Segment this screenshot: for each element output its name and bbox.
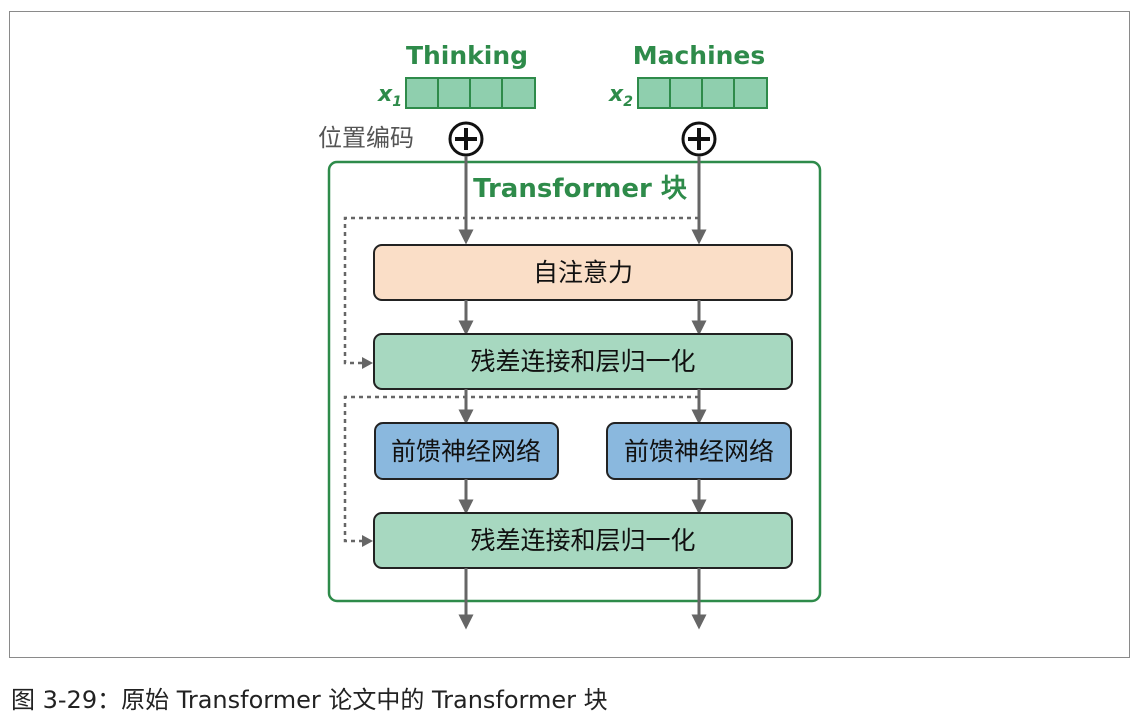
token-var-2: x2 [608, 82, 633, 110]
figure-frame [9, 11, 1130, 658]
residual-arrowhead-1 [362, 357, 373, 369]
add-norm-box-2 [373, 512, 793, 569]
self-attention-box [373, 244, 793, 301]
ffn-label-2: 前馈神经网络 [624, 437, 774, 466]
residual-connection-1 [343, 216, 699, 365]
ffn-label-1: 前馈神经网络 [391, 437, 541, 466]
add-norm-label-1: 残差连接和层归一化 [470, 347, 695, 376]
token-word-1: Thinking [406, 41, 528, 70]
block-title: Transformer 块 [473, 174, 687, 204]
embedding-vector-1 [405, 77, 536, 109]
self-attention-label: 自注意力 [533, 258, 633, 287]
add-norm-box-1 [373, 333, 793, 390]
transformer-block-outline [327, 160, 822, 603]
positional-encoding-label: 位置编码 [318, 124, 414, 152]
figure-caption: 图 3-29：原始 Transformer 论文中的 Transformer 块 [11, 686, 608, 714]
residual-arrowhead-2 [362, 535, 373, 547]
residual-connection-2 [343, 395, 699, 543]
add-norm-label-2: 残差连接和层归一化 [470, 526, 695, 555]
positional-add-icon-2 [681, 121, 717, 157]
embedding-vector-2 [637, 77, 768, 109]
token-word-2: Machines [633, 41, 766, 70]
positional-add-icon-1 [448, 121, 484, 157]
token-var-1: x1 [377, 82, 402, 110]
